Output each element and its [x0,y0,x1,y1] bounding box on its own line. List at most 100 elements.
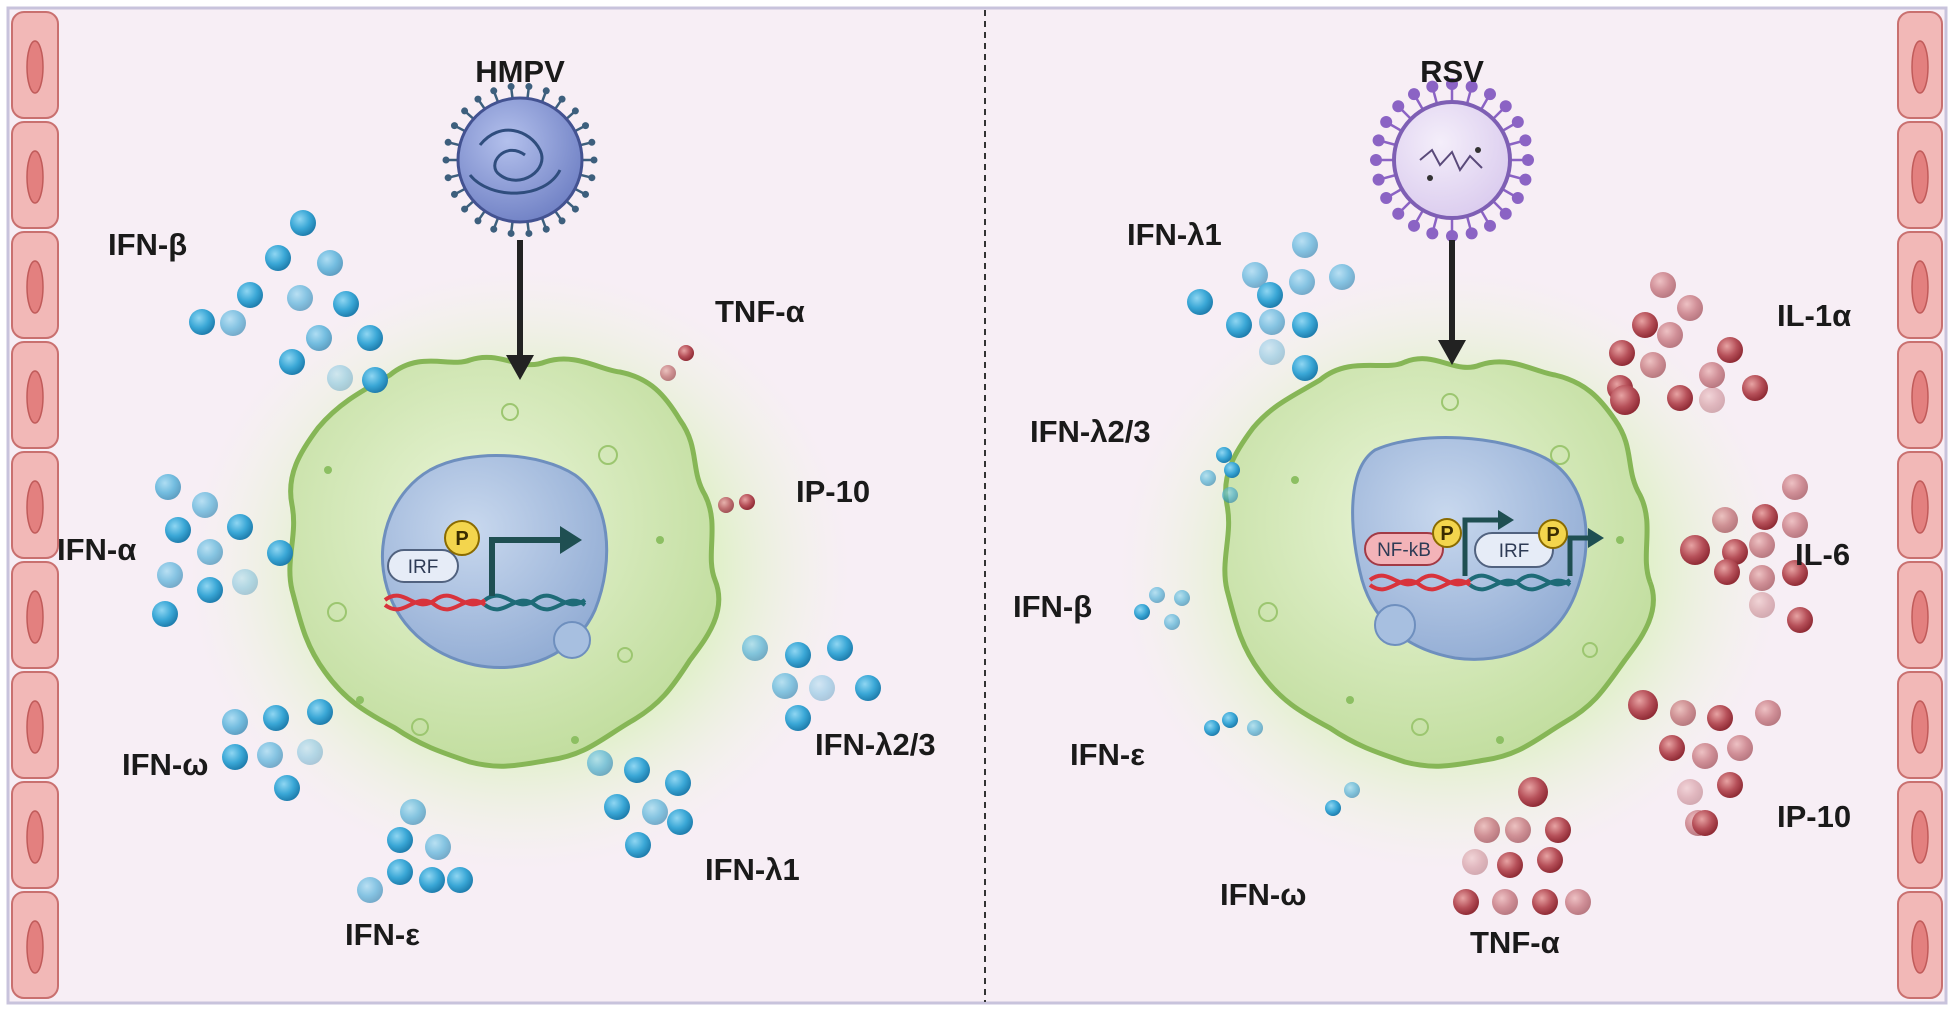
ifn-lambda1-dot [1257,282,1283,308]
epithelial-nucleus [26,370,44,424]
transcription-arrowhead [1588,528,1604,548]
virus-spike-head [507,229,515,237]
epithelial-nucleus [26,920,44,974]
ifn-lambda23-dot [742,635,768,661]
label-ip10: IP-10 [1777,799,1851,834]
epithelial-nucleus [1911,810,1929,864]
ifn-lambda1-dot [1289,269,1315,295]
label-ifn-lambda23: IFN-λ2/3 [815,727,936,762]
label-ifn-lambda23: IFN-λ2/3 [1030,414,1151,449]
tnf-alpha-dot [1532,889,1558,915]
virus-spike-head [582,122,590,130]
il1a-dot [1677,295,1703,321]
ifn-lambda23-dot [1216,447,1232,463]
virus-spike-head [461,205,469,213]
granule [571,736,579,744]
tnf-alpha-dot [1474,817,1500,843]
il6-dot [1749,532,1775,558]
vesicle [598,445,618,465]
dna-strand [383,598,487,612]
il6-dot [1714,559,1740,585]
ifn-epsilon-dot [387,859,413,885]
il6-dot [1782,474,1808,500]
rsv-genome [1419,148,1483,173]
virus-spike-head [1408,88,1420,101]
transcription-arrow-irf [1567,535,1590,576]
epithelial-nucleus [1911,260,1929,314]
epithelial-nucleus [26,590,44,644]
virus-spike-head [590,156,598,164]
left-panel: IRF P HMPV IFN-β IFN-α IFN-ω IFN-ε IFN-λ… [57,54,936,952]
hmpv-spikes [442,83,598,237]
label-tnf-alpha: TNF-α [1470,925,1560,960]
irf-chip [1474,532,1554,568]
virus-spike-head [542,225,550,233]
granule [1346,696,1354,704]
il6-dot [1749,565,1775,591]
ifn-omega-dot [257,742,283,768]
ifn-beta-dot [333,291,359,317]
virus-spike-head [490,225,498,233]
vesicle [1582,642,1598,658]
ifn-lambda23-dot [809,675,835,701]
ifn-epsilon-dot [1222,712,1238,728]
il1a-dot [1742,375,1768,401]
virus-spike-head [1380,116,1393,128]
label-il1a: IL-1α [1777,298,1851,333]
ifn-lambda1-dot [587,750,613,776]
ifn-beta-dot [290,210,316,236]
ifn-beta-dot [220,310,246,336]
il1a-dot [1650,272,1676,298]
granule [324,466,332,474]
ifn-alpha-dot [165,517,191,543]
label-ifn-lambda1: IFN-λ1 [705,852,800,887]
vesicle [411,718,429,736]
ip10-dot [1692,810,1718,836]
rsv-envelope [1392,100,1512,220]
dna-strand-gene [483,598,587,612]
epithelial-nucleus [26,150,44,204]
granule [1291,476,1299,484]
epithelial-nucleus [26,260,44,314]
ifn-lambda1-dot [625,832,651,858]
virus-spike-head [1519,134,1532,147]
virus-spike-head [1484,219,1496,232]
irf-chip [387,549,459,583]
il6-dot [1752,504,1778,530]
virus-spike-head [461,107,469,115]
dna-strand [1368,578,1472,592]
tnf-alpha-dot [678,345,694,361]
virus-spike-head [1372,134,1385,147]
virus-spike-head [444,138,452,146]
label-ifn-alpha: IFN-α [57,532,136,567]
epithelial-nucleus [1911,480,1929,534]
label-ifn-omega: IFN-ω [122,747,208,782]
ifn-epsilon-dot [400,799,426,825]
nucleolus [1374,604,1416,646]
epithelial-nucleus [26,480,44,534]
il1a-dot [1667,385,1693,411]
virus-spike-head [1484,88,1496,101]
tnf-alpha-dot [1537,847,1563,873]
virus-spike-head [1446,78,1458,90]
ifn-alpha-dot [267,540,293,566]
il1a-dot [1610,385,1640,415]
ifn-omega-dot [297,739,323,765]
cytokine-dots-right [1134,232,1813,915]
rsv-virus [1370,78,1534,242]
ifn-beta-dot [1174,590,1190,606]
ifn-alpha-dot [232,569,258,595]
granule [356,696,364,704]
ifn-beta-dot [189,309,215,335]
ifn-epsilon-dot [1247,720,1263,736]
hmpv-envelope [456,96,584,224]
virus-spike-head [1392,207,1405,220]
ifn-beta-dot [357,325,383,351]
virus-spike-head [450,122,458,130]
ifn-omega-dot [1325,800,1341,816]
dna-strand-gene [483,593,587,607]
ifn-beta-dot [1164,614,1180,630]
granule [656,536,664,544]
il1a-dot [1609,340,1635,366]
epithelial-nucleus [26,810,44,864]
